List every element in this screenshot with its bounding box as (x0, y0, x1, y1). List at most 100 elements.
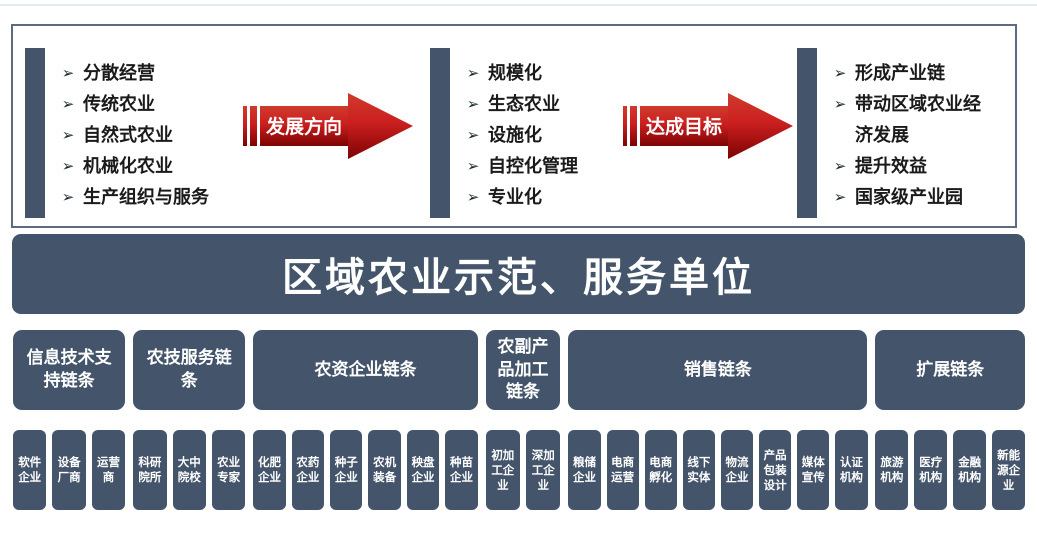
arrow-bullet-icon: ➢ (466, 188, 480, 206)
banner-title: 区域农业示范、服务单位 (282, 255, 755, 301)
chain-item: 旅游机构 (875, 430, 909, 510)
central-banner: 区域农业示范、服务单位 (12, 234, 1025, 314)
list-item: ➢带动区域农业经济发展 (825, 89, 989, 151)
chain-item: 大中院校 (172, 430, 206, 510)
list-item-label: 提升效益 (855, 156, 927, 177)
list-item: ➢自控化管理 (458, 151, 653, 182)
chain-item: 产品包装设计 (759, 430, 792, 510)
chain-item: 秧盘企业 (406, 430, 440, 510)
arrow-head (348, 93, 413, 159)
list-item: ➢ 国家级产业园 (825, 182, 989, 213)
accent-bar (797, 48, 817, 218)
arrow-bullet-icon: ➢ (466, 64, 480, 82)
chain-group-sales: 销售链条 粮储企业 电商运营 电商孵化 线下实体 物流企业 产品包装设计 媒体宣… (568, 330, 868, 510)
bullet-list: ➢ 分散经营 ➢ 传统农业 ➢ 自然式农业 ➢ 机械化农业 ➢ 生产组织与服务 (53, 58, 243, 218)
list-item: ➢ 规模化 (458, 58, 653, 89)
chain-item: 农机装备 (368, 430, 401, 510)
chain-item: 科研院所 (133, 430, 167, 510)
list-item: ➢ 生态农业 (458, 89, 653, 120)
chain-item: 初加工企业 (485, 430, 521, 510)
list-item-label: 生态农业 (488, 94, 560, 115)
list-item-label: 机械化农业 (83, 156, 173, 177)
list-item-label: 规模化 (488, 63, 542, 84)
arrow-stripe (250, 106, 257, 146)
current-state-list: ➢ 分散经营 ➢ 传统农业 ➢ 自然式农业 ➢ 机械化农业 ➢ 生产组织与服务 (25, 48, 243, 218)
chain-items: 软件企业 设备厂商 运营商 (13, 430, 126, 510)
chain-item: 医疗机构 (914, 430, 948, 510)
chain-items: 化肥企业 农药企业 种子企业 农机装备 秧盘企业 种苗企业 (253, 430, 478, 510)
chain-category: 销售链条 (568, 330, 868, 410)
accent-bar (25, 48, 45, 218)
list-item-label: 生产组织与服务 (83, 187, 209, 208)
development-direction-arrow: 发展方向 (243, 93, 413, 159)
chain-item: 设备厂商 (52, 430, 86, 510)
chain-category: 农技服务链条 (133, 330, 246, 410)
arrow-bullet-icon: ➢ (833, 157, 847, 175)
chain-item: 种子企业 (330, 430, 363, 510)
chain-category: 农副产品加工链条 (485, 330, 561, 410)
goal-arrow: 达成目标 (623, 93, 793, 159)
arrow-body (260, 106, 348, 146)
chain-groups: 信息技术支持链条 软件企业 设备厂商 运营商 农技服务链条 科研院所 大中院校 … (13, 330, 1026, 510)
chain-items: 科研院所 大中院校 农业专家 (133, 430, 246, 510)
list-item: ➢ 形成产业链 (825, 58, 989, 89)
chain-item: 金融机构 (953, 430, 987, 510)
chain-item: 化肥企业 (253, 430, 286, 510)
arrow-bullet-icon: ➢ (833, 95, 847, 113)
arrow-bullet-icon: ➢ (466, 95, 480, 113)
transformation-panel: ➢ 分散经营 ➢ 传统农业 ➢ 自然式农业 ➢ 机械化农业 ➢ 生产组织与服务 发展方向 (11, 24, 1017, 228)
arrow-head (728, 93, 793, 159)
arrow-stripe (630, 106, 637, 146)
arrow-stripe (243, 106, 247, 146)
arrow-bullet-icon: ➢ (61, 126, 75, 144)
chain-category: 信息技术支持链条 (13, 330, 126, 410)
chain-items: 粮储企业 电商运营 电商孵化 线下实体 物流企业 产品包装设计 媒体宣传 认证机… (568, 430, 868, 510)
list-item: ➢ 自然式农业 (53, 120, 243, 151)
chain-item: 种苗企业 (445, 430, 478, 510)
list-item-label: 自控化管理 (488, 156, 578, 177)
chain-item: 媒体宣传 (797, 430, 830, 510)
arrow-label: 达成目标 (646, 115, 722, 138)
list-item-label: 设施化 (488, 125, 542, 146)
list-item: ➢ 专业化 (458, 182, 653, 213)
achieved-goals-list: ➢ 形成产业链 ➢带动区域农业经济发展 ➢ 提升效益 ➢ 国家级产业园 (797, 48, 989, 218)
list-item: ➢ 设施化 (458, 120, 653, 151)
arrow-bullet-icon: ➢ (61, 157, 75, 175)
arrow-body (640, 106, 728, 146)
chain-item: 电商运营 (606, 430, 639, 510)
top-divider (0, 4, 1037, 6)
list-item-label: 形成产业链 (855, 63, 945, 84)
arrow-stripe (623, 106, 627, 146)
bullet-list: ➢ 规模化 ➢ 生态农业 ➢ 设施化 ➢自控化管理 ➢ 专业化 (458, 58, 653, 218)
arrow-bullet-icon: ➢ (466, 126, 480, 144)
arrow-bullet-icon: ➢ (833, 188, 847, 206)
chain-category: 扩展链条 (875, 330, 1025, 410)
list-item-label: 专业化 (488, 187, 542, 208)
chain-item: 线下实体 (682, 430, 715, 510)
chain-group-expansion: 扩展链条 旅游机构 医疗机构 金融机构 新能源企业 (875, 330, 1026, 510)
chain-item: 运营商 (91, 430, 126, 510)
bullet-list: ➢ 形成产业链 ➢带动区域农业经济发展 ➢ 提升效益 ➢ 国家级产业园 (825, 58, 989, 218)
chain-item: 软件企业 (13, 430, 47, 510)
list-item: ➢ 传统农业 (53, 89, 243, 120)
chain-items: 旅游机构 医疗机构 金融机构 新能源企业 (875, 430, 1026, 510)
arrow-bullet-icon: ➢ (61, 188, 75, 206)
chain-item: 认证机构 (835, 430, 868, 510)
list-item: ➢ 机械化农业 (53, 151, 243, 182)
list-item-label: 传统农业 (83, 94, 155, 115)
arrow-bullet-icon: ➢ (61, 95, 75, 113)
arrow-bullet-icon: ➢ (833, 64, 847, 82)
list-item: ➢ 生产组织与服务 (53, 182, 243, 213)
chain-item: 农药企业 (291, 430, 325, 510)
list-item-label: 分散经营 (83, 63, 155, 84)
chain-item: 农业专家 (211, 430, 246, 510)
list-item-label: 自然式农业 (83, 125, 173, 146)
chain-group-agrotech-service: 农技服务链条 科研院所 大中院校 农业专家 (133, 330, 246, 510)
chain-group-agri-supplies: 农资企业链条 化肥企业 农药企业 种子企业 农机装备 秧盘企业 种苗企业 (253, 330, 478, 510)
accent-bar (430, 48, 450, 218)
chain-item: 深加工企业 (526, 430, 561, 510)
arrow-bullet-icon: ➢ (61, 64, 75, 82)
direction-traits-list: ➢ 规模化 ➢ 生态农业 ➢ 设施化 ➢自控化管理 ➢ 专业化 (430, 48, 653, 218)
list-item-label: 国家级产业园 (855, 187, 963, 208)
